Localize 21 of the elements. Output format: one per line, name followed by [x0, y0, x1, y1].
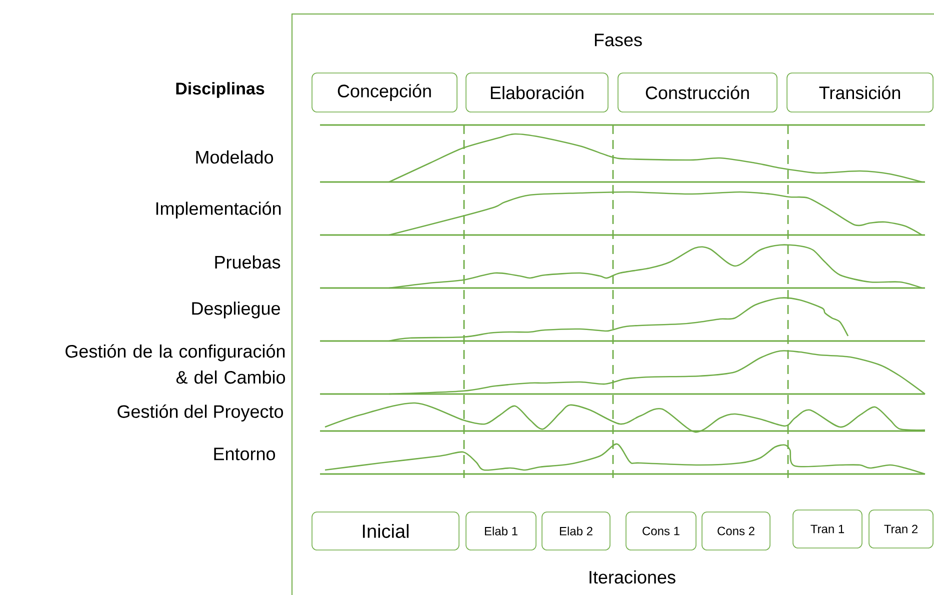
phase-box: Concepción	[312, 72, 458, 112]
heading: Iteraciones	[590, 570, 676, 584]
discipline-label: Gestión de la configuración & del Cambio	[66, 344, 286, 384]
iteration-box: Elab 1	[466, 512, 536, 550]
phase-box: Elaboración	[466, 72, 608, 112]
discipline-label: Modelado	[196, 150, 274, 164]
iteration-box: Tran 2	[868, 510, 934, 548]
heading: Fases	[594, 34, 642, 46]
discipline-label: Despliegue	[192, 302, 280, 318]
iteration-box: Elab 2	[542, 512, 610, 550]
discipline-label: Entorno	[214, 448, 276, 460]
iteration-box: Cons 1	[626, 512, 696, 550]
iteration-box: Inicial	[312, 512, 460, 550]
iteration-box: Cons 2	[702, 512, 770, 550]
heading: Disciplinas	[176, 82, 264, 98]
phase-box: Construcción	[618, 72, 778, 112]
discipline-label: Pruebas	[215, 255, 280, 269]
discipline-label: Implementación	[156, 202, 281, 218]
discipline-label: Gestión del Proyecto	[118, 404, 284, 422]
phase-box: Transición	[786, 72, 934, 112]
iteration-box: Tran 1	[792, 510, 862, 548]
